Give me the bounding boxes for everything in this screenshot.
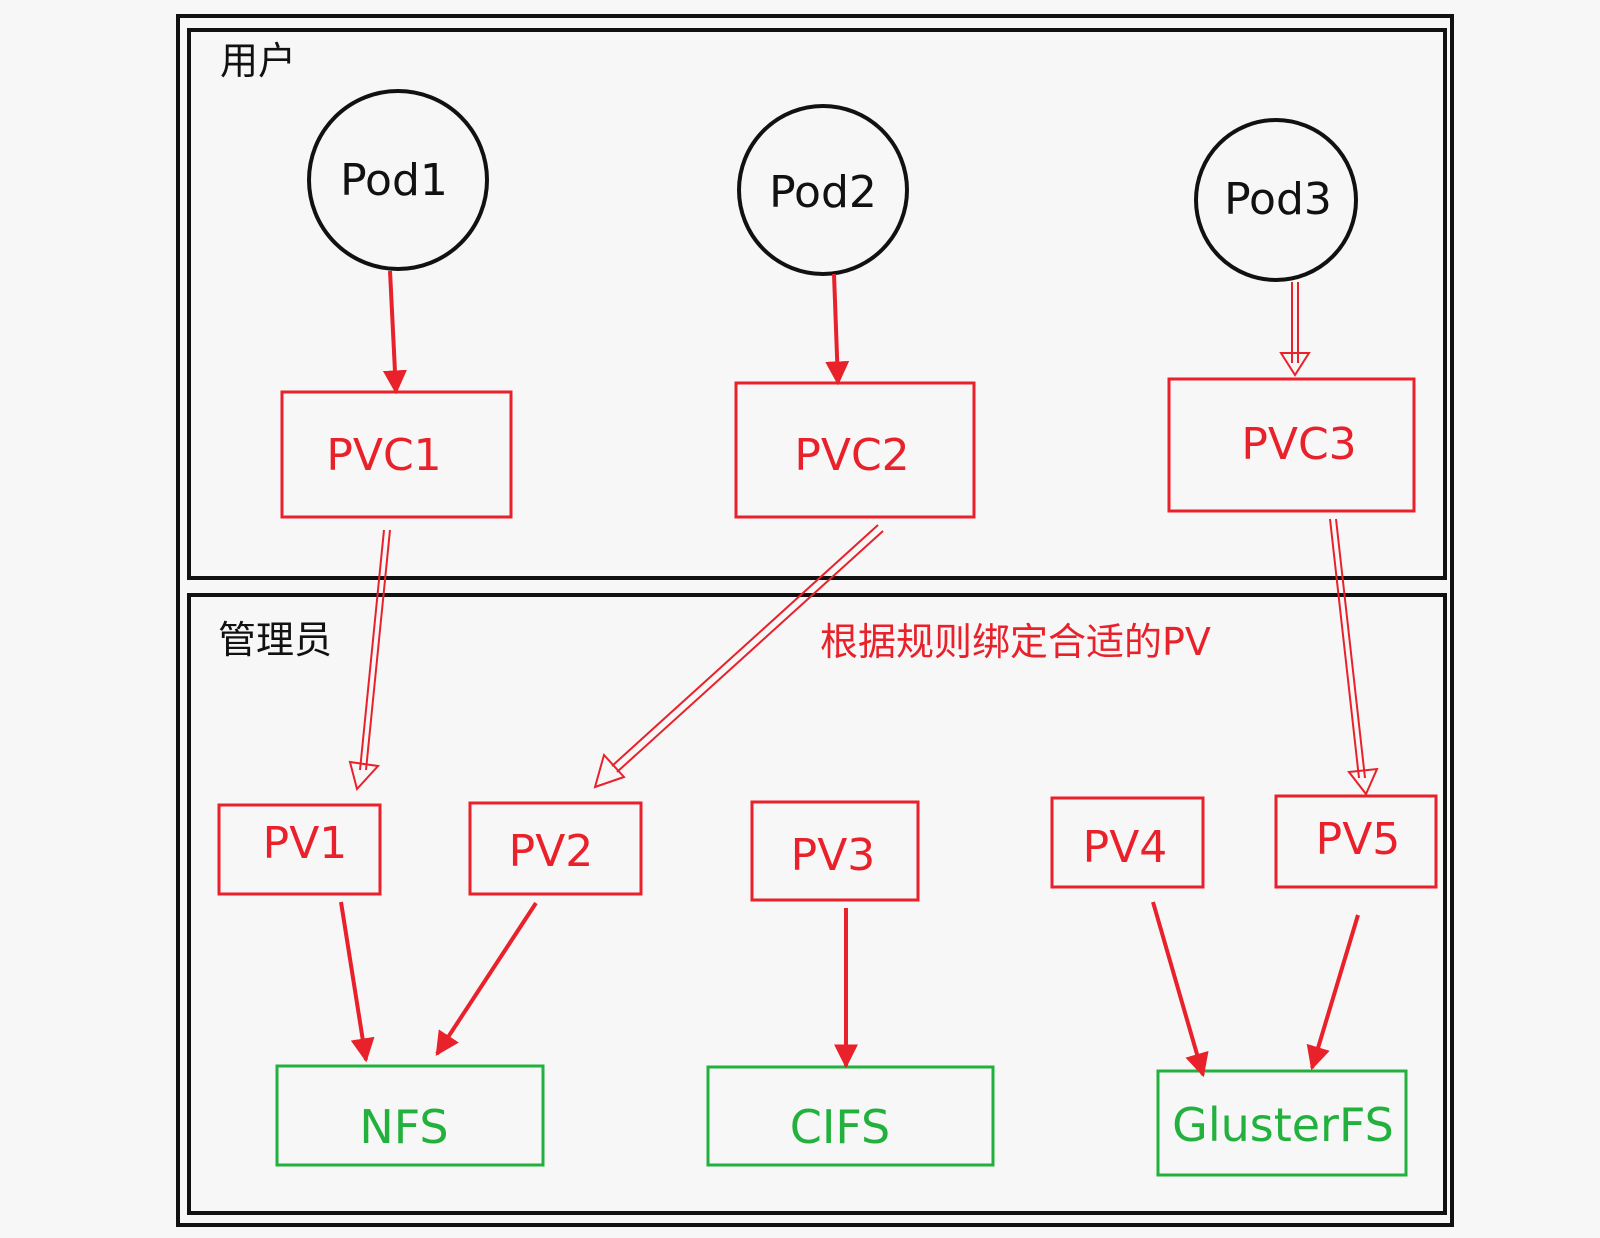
- pv-label: PV2: [509, 826, 594, 877]
- storage-label: CIFS: [790, 1100, 891, 1154]
- pvc-box: PVC2: [734, 381, 976, 519]
- admin-zone: [187, 593, 1447, 1215]
- pv-box: PV1: [217, 803, 382, 896]
- storage-box: CIFS: [706, 1065, 995, 1167]
- pvc3-to-pv5-arrow: [1329, 518, 1379, 796]
- pvc-label: PVC2: [794, 430, 909, 481]
- pod2-to-pvc2-arrow: [825, 273, 850, 386]
- pvc-box: PVC1: [280, 390, 513, 519]
- pod3-to-pvc3-arrow: [1279, 282, 1311, 377]
- pvc-box: PVC3: [1167, 377, 1416, 513]
- pod-node: Pod1: [307, 89, 489, 271]
- admin-zone-title: 管理员: [218, 618, 332, 662]
- pv5-to-glusterfs-arrow: [1306, 914, 1360, 1071]
- pv2-to-nfs-arrow: [435, 901, 538, 1057]
- storage-label: GlusterFS: [1172, 1098, 1394, 1152]
- storage-box: NFS: [275, 1064, 545, 1167]
- pv-box: PV4: [1050, 796, 1205, 889]
- pvc2-to-pv2-arrow: [593, 524, 884, 789]
- pv4-to-glusterfs-arrow: [1151, 901, 1209, 1078]
- pv-label: PV5: [1316, 814, 1401, 865]
- outer-frame: [176, 14, 1454, 1227]
- storage-box: GlusterFS: [1156, 1069, 1408, 1177]
- pv-label: PV3: [791, 830, 876, 881]
- pvc-label: PVC1: [326, 430, 441, 481]
- pv-label: PV4: [1083, 822, 1168, 873]
- user-zone: [187, 28, 1447, 580]
- pvc-label: PVC3: [1241, 419, 1356, 470]
- pod-node: Pod2: [737, 104, 909, 276]
- pv1-to-nfs-arrow: [339, 901, 375, 1063]
- pod-label: Pod2: [769, 167, 877, 218]
- pv-box: PV5: [1274, 794, 1438, 889]
- user-zone-title: 用户: [220, 39, 296, 83]
- pod-label: Pod1: [340, 155, 448, 206]
- pv-box: PV2: [468, 801, 643, 896]
- pod1-to-pvc1-arrow: [382, 270, 407, 395]
- binding-note: 根据规则绑定合适的PV: [820, 620, 1211, 664]
- pvc1-to-pv1-arrow: [348, 529, 391, 792]
- pv-box: PV3: [750, 800, 920, 902]
- pv-label: PV1: [263, 818, 348, 869]
- pod-node: Pod3: [1194, 118, 1358, 282]
- storage-label: NFS: [359, 1100, 448, 1154]
- pod-label: Pod3: [1224, 174, 1332, 225]
